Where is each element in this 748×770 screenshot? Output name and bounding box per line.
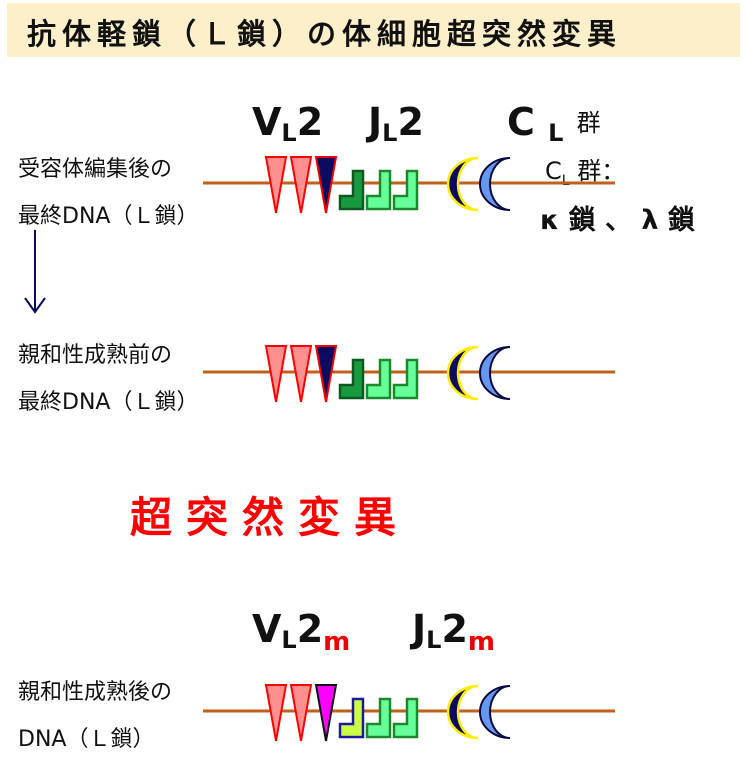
c-segment-1 [446,684,479,740]
cl-group-note: CL 群： [545,157,626,189]
v-segment [289,156,313,214]
row2-label-line1: 親和性成熟前の [18,343,173,368]
j-segment [338,358,365,400]
v-segment [289,684,313,742]
c-segment-1 [446,156,479,212]
j-segment [338,169,365,211]
j-segment [365,697,392,739]
j-segment [392,358,419,400]
kappa-lambda-note: κ 鎖 、 λ 鎖 [540,205,695,236]
row3-label-line1: 親和性成熟後の [18,680,173,705]
j-segment [338,697,365,739]
j-segment [392,697,419,739]
title-banner: 抗体軽鎖（Ｌ鎖）の体細胞超突然変異 [7,3,740,57]
v-segment [314,156,338,214]
j-segment [365,358,392,400]
dna-row-3 [203,684,615,742]
v-segment [289,345,313,403]
vl2m-heading: VL2m [252,607,351,657]
v-segment [264,345,288,403]
dna-row-2 [203,345,615,403]
down-arrow [24,230,46,314]
dna-row-1 [203,156,615,214]
v-segment [314,345,338,403]
row3-label-line2: DNA（Ｌ鎖） [18,727,155,752]
row1-label-line2: 最終DNA（Ｌ鎖） [18,204,199,229]
row1-label-line1: 受容体編集後の [18,157,173,182]
cl-heading: C L 群 [507,100,601,147]
c-segment-2 [479,157,511,211]
c-segment-2 [479,346,511,400]
jl2-heading: JL2 [368,100,424,147]
page-title: 抗体軽鎖（Ｌ鎖）の体細胞超突然変異 [27,17,623,51]
v-segment [314,684,338,742]
row2-label-line2: 最終DNA（Ｌ鎖） [18,390,199,415]
j-segment [392,169,419,211]
mutation-label: 超突然変異 [130,493,411,542]
jl2m-heading: JL2m [412,607,495,657]
c-segment-1 [446,345,479,401]
j-segment [365,169,392,211]
c-segment-2 [479,685,511,739]
vl2-heading: VL2 [252,100,324,147]
v-segment [264,684,288,742]
v-segment [264,156,288,214]
